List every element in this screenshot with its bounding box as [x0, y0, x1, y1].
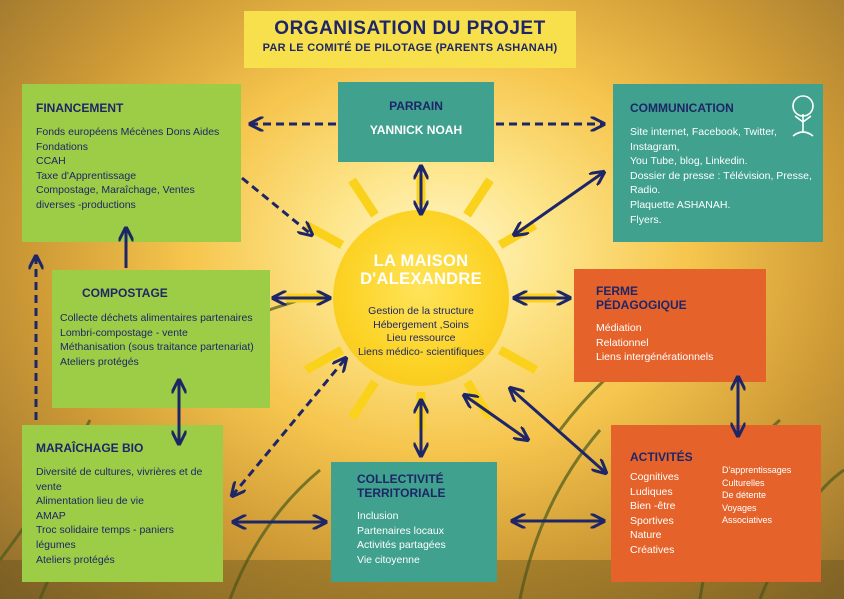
- center-line: Lieu ressource: [386, 332, 456, 345]
- list-item: Fondations: [36, 140, 88, 153]
- double-arrow-icon: [232, 358, 346, 496]
- double-arrow-icon: [241, 176, 312, 235]
- list-item: Instagram,: [630, 140, 680, 153]
- activites-box: ACTIVITÉS Cognitives Ludiques Bien -être…: [611, 425, 821, 582]
- list-item: Nature: [630, 529, 662, 542]
- double-arrow-icon: [510, 388, 606, 473]
- center-line: Gestion de la structure: [368, 305, 474, 317]
- center-line: Liens médico- scientifiques: [357, 345, 485, 358]
- financement-heading: FINANCEMENT: [36, 101, 124, 115]
- communication-heading: COMMUNICATION: [630, 101, 734, 115]
- list-item: Bien -être: [630, 500, 676, 513]
- list-item: You Tube, blog, Linkedin.: [630, 155, 748, 168]
- activites-heading: ACTIVITÉS: [630, 450, 693, 464]
- list-item: Vie citoyenne: [357, 553, 420, 566]
- list-item: Radio.: [630, 184, 661, 197]
- list-item: CCAH: [36, 155, 66, 168]
- list-item: Collecte déchets alimentaires partenaire…: [60, 312, 253, 324]
- center-line: Hébergement ,Soins: [373, 318, 469, 331]
- list-item: Partenaires locaux: [357, 524, 444, 537]
- ferme-heading-line1: FERME: [596, 284, 638, 298]
- list-item: Ludiques: [630, 485, 673, 498]
- list-item: Créatives: [630, 543, 675, 556]
- list-item: Culturelles: [722, 477, 765, 488]
- center-title-line2: D'ALEXANDRE: [360, 270, 482, 288]
- list-item: Diversité de cultures, vivrières et de: [36, 466, 203, 478]
- maraichage-heading: MARAÎCHAGE BIO: [36, 441, 144, 455]
- double-arrow-icon: [464, 395, 528, 440]
- parrain-heading: PARRAIN: [389, 99, 443, 113]
- list-item: Cognitives: [630, 471, 680, 483]
- list-item: De détente: [722, 490, 767, 501]
- list-item: Compostage, Maraîchage, Ventes: [36, 184, 195, 197]
- list-item: Lombri-compostage - vente: [60, 326, 188, 339]
- list-item: D'apprentissages: [722, 465, 792, 475]
- center-title: LA MAISON D'ALEXANDRE: [333, 252, 509, 288]
- page-title: ORGANISATION DU PROJET: [274, 18, 546, 39]
- activites-col2: D'apprentissages Culturelles De détente …: [722, 464, 791, 558]
- list-item: Ateliers protégés: [36, 553, 115, 566]
- collectivite-heading-line2: TERRITORIALE: [357, 486, 446, 500]
- list-item: Associatives: [722, 515, 773, 526]
- list-item: Site internet, Facebook, Twitter,: [630, 126, 777, 138]
- list-item: Voyages: [722, 502, 757, 513]
- communication-box: COMMUNICATION Site internet, Facebook, T…: [613, 84, 823, 242]
- center-sun: [333, 210, 509, 386]
- ferme-box: FERME PÉDAGOGIQUE Médiation Relationnel …: [574, 269, 766, 382]
- collectivite-heading-line1: COLLECTIVITÉ: [357, 472, 444, 486]
- activites-col1: Cognitives Ludiques Bien -être Sportives…: [630, 470, 722, 558]
- double-arrow-icon: [514, 172, 604, 235]
- financement-box: FINANCEMENT Fonds européens Mécènes Dons…: [22, 84, 241, 242]
- ferme-heading: FERME PÉDAGOGIQUE: [596, 284, 760, 312]
- collectivite-box: COLLECTIVITÉ TERRITORIALE Inclusion Part…: [331, 462, 497, 582]
- maraichage-box: MARAÎCHAGE BIO Diversité de cultures, vi…: [22, 425, 223, 582]
- list-item: Flyers.: [630, 213, 662, 226]
- list-item: Liens intergénérationnels: [596, 351, 714, 364]
- title-banner: ORGANISATION DU PROJET PAR LE COMITÉ DE …: [244, 11, 576, 68]
- page-subtitle: PAR LE COMITÉ DE PILOTAGE (PARENTS ASHAN…: [262, 42, 558, 54]
- list-item: Fonds européens Mécènes Dons Aides: [36, 126, 220, 138]
- center-lines: Gestion de la structure Hébergement ,Soi…: [333, 305, 509, 359]
- list-item: Alimentation lieu de vie: [36, 495, 144, 508]
- collectivite-heading: COLLECTIVITÉ TERRITORIALE: [357, 472, 491, 500]
- list-item: Taxe d'Apprentissage: [36, 169, 137, 182]
- list-item: AMAP: [36, 509, 66, 522]
- compostage-heading: COMPOSTAGE: [82, 286, 168, 300]
- center-title-line1: LA MAISON: [373, 252, 469, 270]
- list-item: Sportives: [630, 514, 674, 527]
- list-item: Relationnel: [596, 336, 649, 349]
- list-item: diverses -productions: [36, 198, 136, 211]
- list-item: Dossier de presse : Télévision, Presse,: [630, 169, 812, 182]
- list-item: Ateliers protégés: [60, 355, 139, 368]
- list-item: Médiation: [596, 322, 642, 334]
- parrain-name: YANNICK NOAH: [369, 123, 463, 137]
- parrain-box: PARRAIN YANNICK NOAH: [338, 82, 494, 162]
- list-item: Plaquette ASHANAH.: [630, 198, 731, 211]
- list-item: Troc solidaire temps - paniers: [36, 524, 174, 537]
- list-item: Inclusion: [357, 510, 399, 522]
- ferme-heading-line2: PÉDAGOGIQUE: [596, 298, 687, 312]
- activites-columns: Cognitives Ludiques Bien -être Sportives…: [630, 465, 817, 558]
- list-item: vente: [36, 480, 62, 493]
- list-item: Activités partagées: [357, 539, 446, 552]
- list-item: Méthanisation (sous traitance partenaria…: [60, 341, 254, 354]
- tree-logo-icon: [792, 95, 814, 137]
- list-item: légumes: [36, 538, 76, 551]
